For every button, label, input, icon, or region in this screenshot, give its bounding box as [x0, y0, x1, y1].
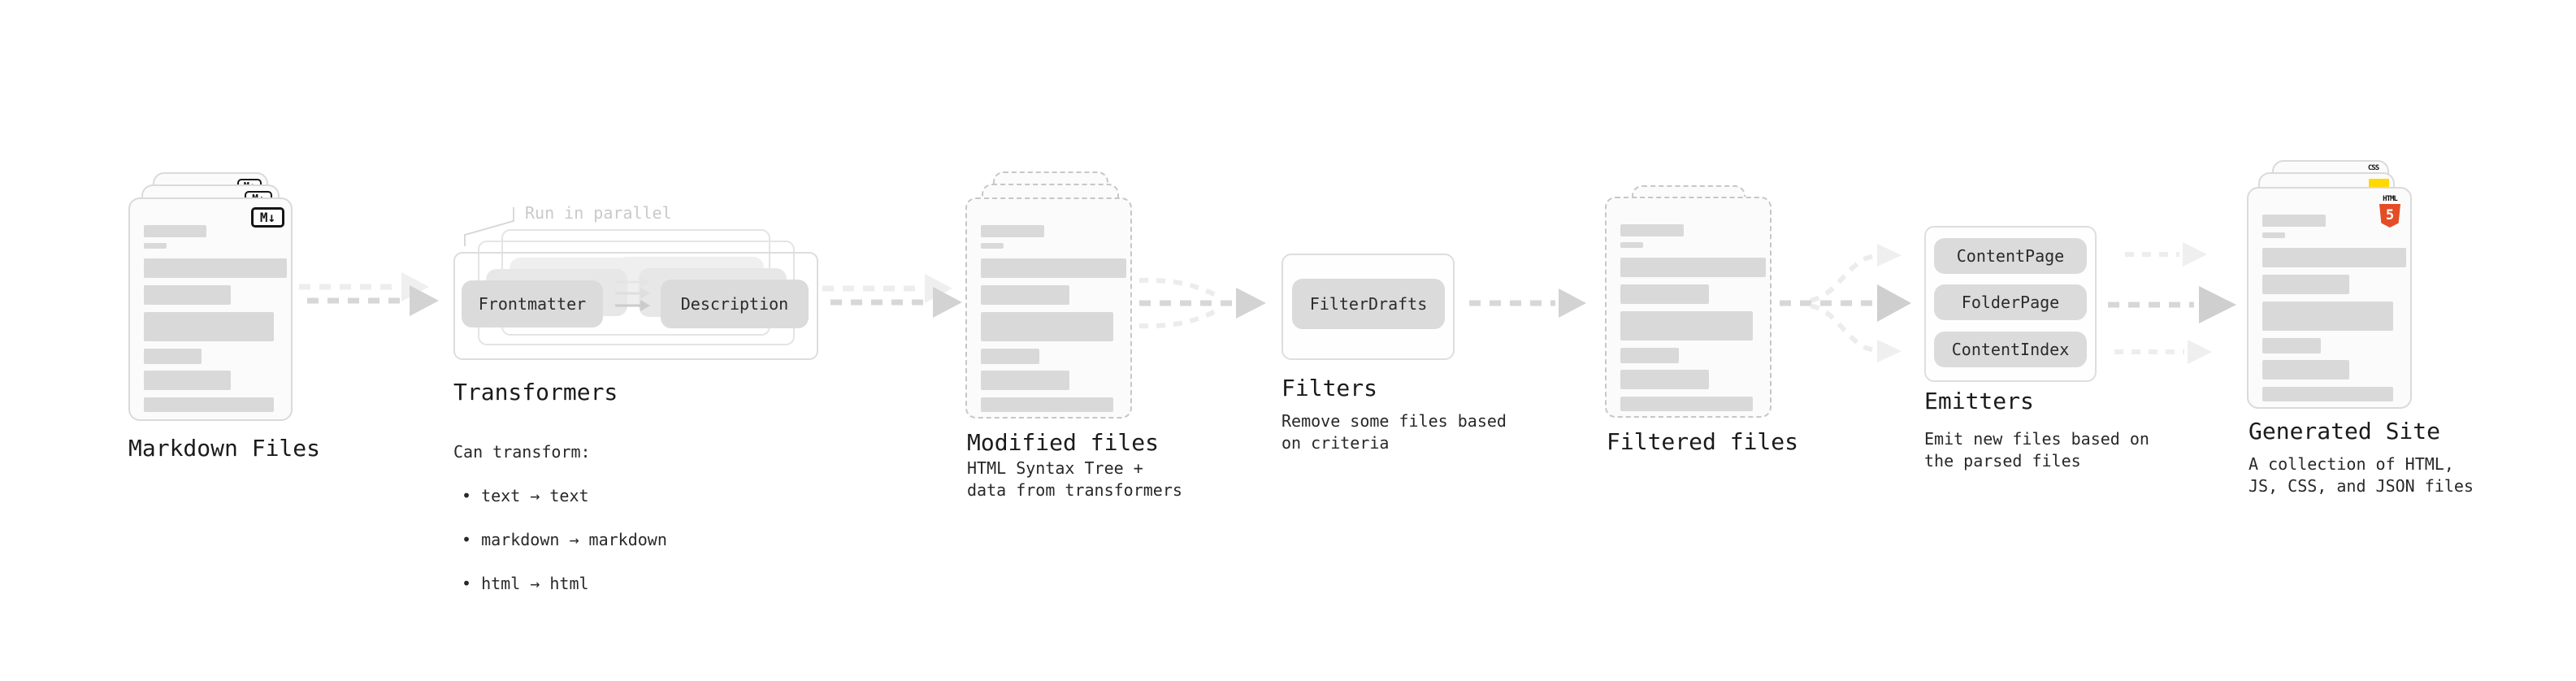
skeleton-line [2262, 232, 2285, 238]
skeleton-line [144, 349, 202, 364]
flow-arrow [307, 285, 439, 316]
flow-arrow-split [1780, 244, 1911, 362]
skeleton-line [2262, 275, 2350, 294]
emitters-title: Emitters [1924, 388, 2034, 414]
generated-file-card-front: HTML 5 [2247, 187, 2412, 409]
run-in-parallel-annotation: Run in parallel [525, 203, 672, 223]
frontmatter-pill: Frontmatter [462, 280, 603, 327]
skeleton-line [144, 258, 288, 278]
flow-arrow [830, 287, 962, 318]
skeleton-line [144, 397, 275, 412]
contentindex-pill: ContentIndex [1934, 332, 2087, 367]
skeleton-line [1620, 348, 1680, 363]
skeleton-line [981, 349, 1040, 364]
flow-arrow [1469, 288, 1586, 318]
markdown-file-card-front: M↓ [128, 197, 293, 421]
skeleton-line [1620, 397, 1753, 411]
skeleton-line [1620, 370, 1709, 389]
skeleton-line [1620, 311, 1753, 340]
skeleton-line [1620, 242, 1644, 248]
generated-site-title: Generated Site [2249, 418, 2441, 445]
skeleton-line [2262, 215, 2326, 227]
transformers-description: Can transform: • text → text • markdown … [453, 419, 667, 617]
can-transform-heading: Can transform: [453, 442, 591, 462]
filtered-file-card-front [1605, 197, 1772, 418]
flow-arrow-parallel [2108, 242, 2236, 364]
flow-arrow-echo [299, 272, 429, 301]
skeleton-line [2262, 387, 2394, 401]
skeleton-line [2262, 338, 2321, 354]
skeleton-line [2262, 360, 2350, 380]
flow-arrow-echo [822, 274, 952, 303]
generated-site-description: A collection of HTML, JS, CSS, and JSON … [2249, 454, 2474, 496]
js-file-icon [2369, 179, 2389, 189]
filters-description: Remove some files based on criteria [1281, 411, 1507, 453]
markdown-icon: M↓ [251, 207, 284, 228]
skeleton-line [981, 312, 1113, 341]
transform-bullet: • text → text [462, 486, 589, 505]
filters-title: Filters [1281, 375, 1378, 401]
folderpage-pill: FolderPage [1934, 284, 2087, 320]
html5-icon: HTML 5 [2378, 195, 2402, 228]
skeleton-line [981, 225, 1045, 237]
markdown-files-title: Markdown Files [128, 435, 321, 462]
skeleton-line [144, 243, 167, 249]
skeleton-line [981, 285, 1069, 305]
transform-bullet: • html → html [462, 574, 589, 593]
skeleton-line [2262, 301, 2394, 331]
skeleton-line [144, 312, 275, 341]
skeleton-line [1620, 224, 1685, 236]
skeleton-line [981, 258, 1126, 278]
contentpage-pill: ContentPage [1934, 238, 2087, 274]
emitters-description: Emit new files based on the parsed files [1924, 429, 2149, 471]
modified-file-card-front [965, 197, 1132, 419]
skeleton-line [981, 371, 1069, 390]
modified-files-description: HTML Syntax Tree + data from transformer… [967, 458, 1182, 500]
skeleton-line [144, 225, 207, 237]
skeleton-line [144, 285, 231, 305]
skeleton-line [981, 243, 1004, 249]
flow-arrow-merge [1138, 277, 1266, 329]
description-pill: Description [661, 280, 809, 328]
skeleton-line [1620, 284, 1709, 304]
filtered-files-title: Filtered files [1607, 428, 1799, 455]
skeleton-line [2262, 248, 2407, 267]
skeleton-line [1620, 258, 1766, 277]
skeleton-line [981, 397, 1113, 412]
transform-bullet: • markdown → markdown [462, 530, 667, 549]
filterdrafts-pill: FilterDrafts [1292, 279, 1445, 329]
transformers-title: Transformers [453, 379, 618, 406]
modified-files-title: Modified files [967, 429, 1160, 456]
transformer-layer-front [453, 252, 818, 360]
skeleton-line [144, 371, 231, 390]
